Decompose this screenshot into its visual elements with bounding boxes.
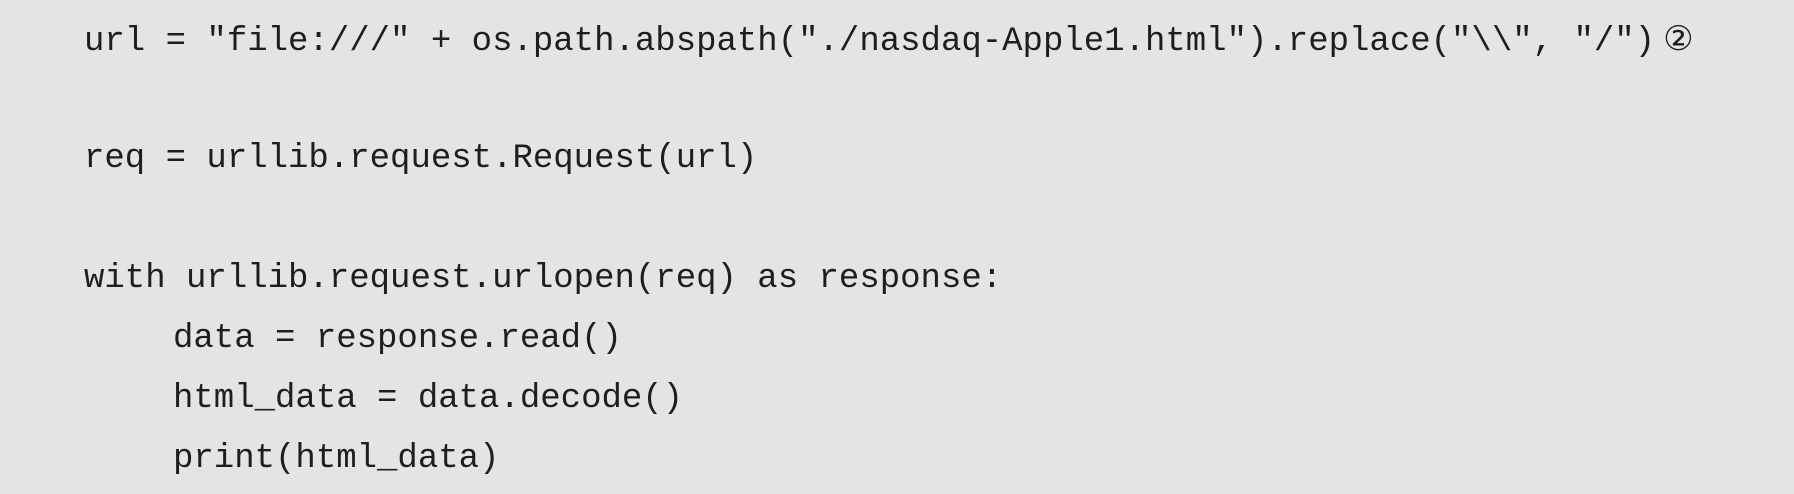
code-line-2: req = urllib.request.Request(url) bbox=[84, 140, 758, 178]
code-line-1-text: url = "file:///" + os.path.abspath("./na… bbox=[84, 23, 1656, 61]
code-line-4: data = response.read() bbox=[173, 320, 622, 358]
code-line-6: print(html_data) bbox=[173, 440, 500, 478]
code-line-1: url = "file:///" + os.path.abspath("./na… bbox=[84, 19, 1694, 61]
code-line-5: html_data = data.decode() bbox=[173, 380, 684, 418]
code-line-3: with urllib.request.urlopen(req) as resp… bbox=[84, 260, 1003, 298]
callout-marker: ② bbox=[1663, 19, 1694, 59]
